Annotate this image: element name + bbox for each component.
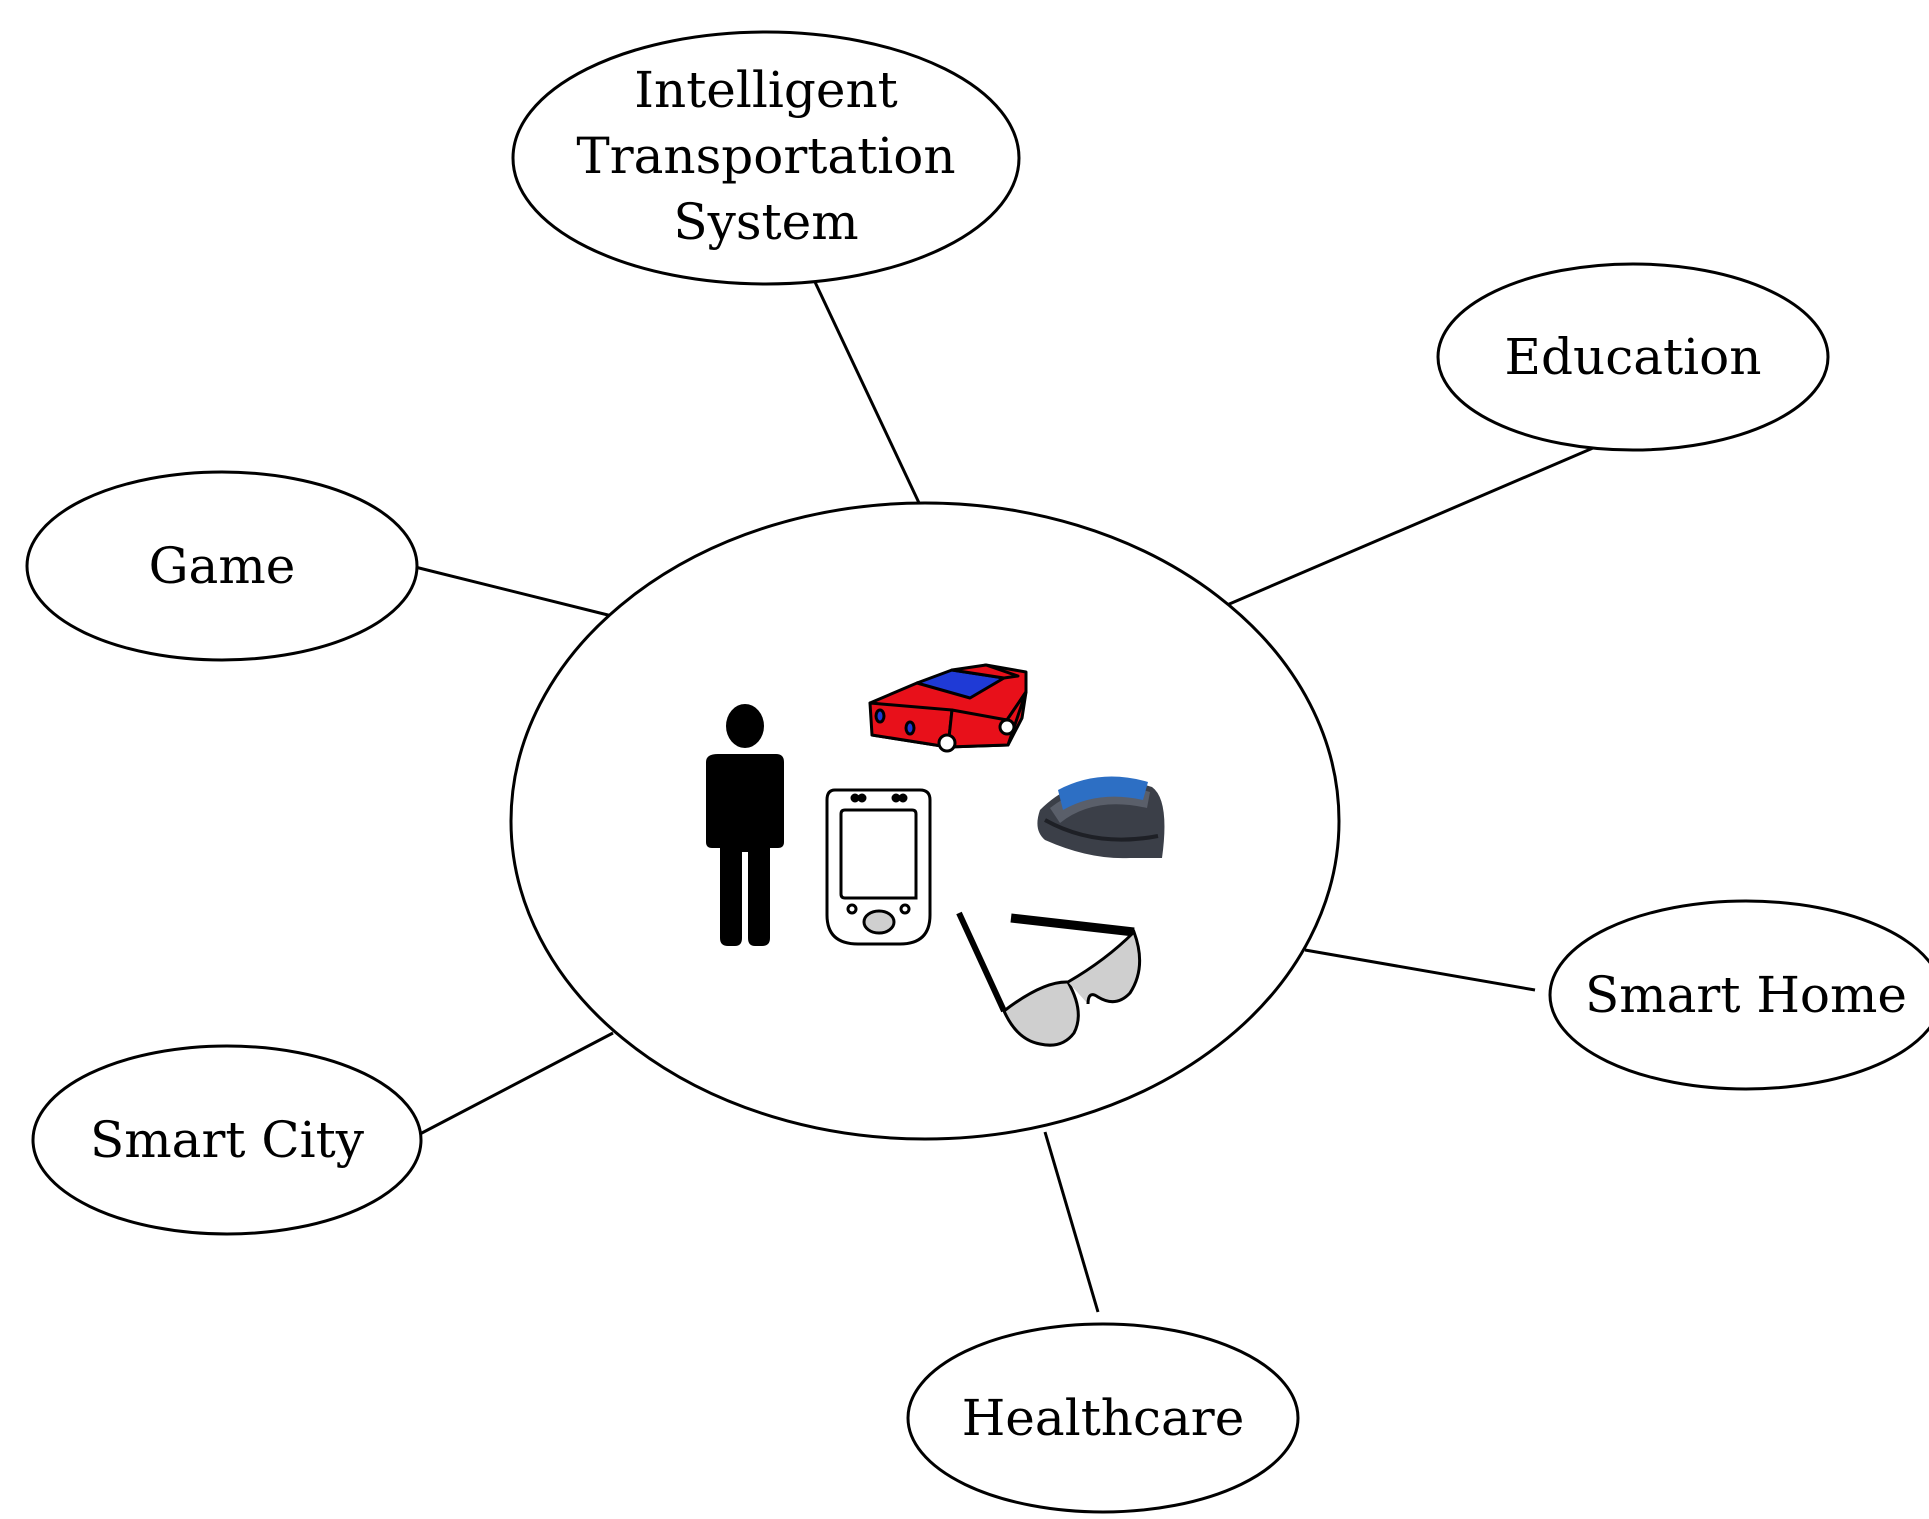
node-education: Education <box>1436 262 1830 452</box>
node-smart-city-ellipse <box>31 1044 423 1236</box>
edge-education <box>1226 446 1594 607</box>
edge-game <box>410 564 613 618</box>
node-smart-city-label: Smart City <box>90 1111 365 1169</box>
edges <box>410 281 1594 1313</box>
edge-its <box>813 281 922 506</box>
node-smart-city: Smart City <box>31 1044 423 1236</box>
node-smart-home-label: Smart Home <box>1585 966 1907 1024</box>
node-healthcare-label: Healthcare <box>962 1389 1245 1447</box>
node-game-label: Game <box>149 537 296 595</box>
node-its-line-3: System <box>673 193 858 251</box>
node-game: Game <box>25 470 419 662</box>
smartwatch-icon <box>1037 776 1165 859</box>
glasses-icon <box>956 911 1142 1047</box>
node-its-ellipse <box>511 30 1021 286</box>
node-healthcare-ellipse <box>906 1322 1300 1514</box>
node-education-label: Education <box>1505 328 1762 386</box>
node-its: Intelligent Transportation System <box>511 30 1021 286</box>
car-icon <box>868 663 1028 753</box>
edge-healthcare <box>1043 1131 1100 1313</box>
node-healthcare: Healthcare <box>906 1322 1300 1514</box>
node-smart-home: Smart Home <box>1548 899 1929 1091</box>
person-icon <box>706 704 784 946</box>
node-smart-home-ellipse <box>1548 899 1929 1091</box>
node-its-line-1: Intelligent <box>634 61 898 119</box>
node-its-line-2: Transportation <box>576 127 955 185</box>
edge-smart-city <box>417 1031 614 1137</box>
edge-smart-home <box>1304 948 1536 992</box>
node-education-ellipse <box>1436 262 1830 452</box>
pda-icon <box>825 788 932 946</box>
node-game-ellipse <box>25 470 419 662</box>
